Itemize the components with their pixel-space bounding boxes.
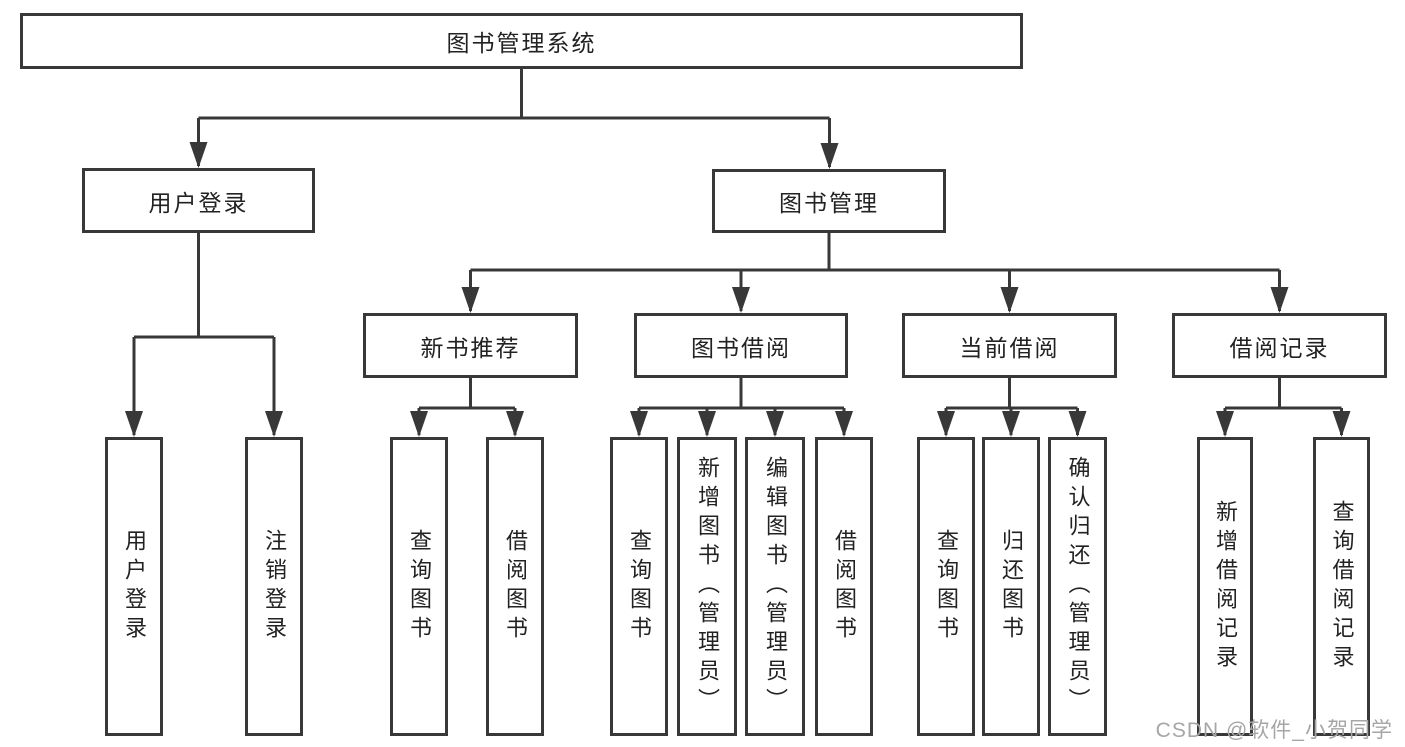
node-current-borrowing: 当前借阅 — [902, 313, 1117, 378]
leaf-add-book-admin: 新增图书（管理员） — [677, 437, 737, 736]
leaf-logout: 注销登录 — [245, 437, 303, 736]
node-user-login: 用户登录 — [82, 168, 315, 233]
leaf-confirm-return-admin: 确认归还（管理员） — [1048, 437, 1107, 736]
node-borrowing-records: 借阅记录 — [1172, 313, 1387, 378]
csdn-watermark: CSDN @软件_小贺同学 — [1155, 719, 1393, 742]
node-library-management-system: 图书管理系统 — [20, 13, 1023, 69]
leaf-borrow-books-borrowing: 借阅图书 — [815, 437, 873, 736]
leaf-add-borrow-record: 新增借阅记录 — [1197, 437, 1253, 736]
leaf-return-books: 归还图书 — [982, 437, 1040, 736]
node-book-management: 图书管理 — [712, 169, 946, 233]
leaf-borrow-books-recommend: 借阅图书 — [486, 437, 544, 736]
leaf-edit-book-admin: 编辑图书（管理员） — [745, 437, 805, 736]
node-book-borrowing: 图书借阅 — [634, 313, 848, 378]
leaf-query-books-borrowing: 查询图书 — [610, 437, 668, 736]
node-new-book-recommendation: 新书推荐 — [363, 313, 578, 378]
leaf-user-login: 用户登录 — [105, 437, 163, 736]
leaf-query-borrow-record: 查询借阅记录 — [1313, 437, 1370, 736]
leaf-query-books-current: 查询图书 — [917, 437, 975, 736]
leaf-query-books-recommend: 查询图书 — [390, 437, 448, 736]
